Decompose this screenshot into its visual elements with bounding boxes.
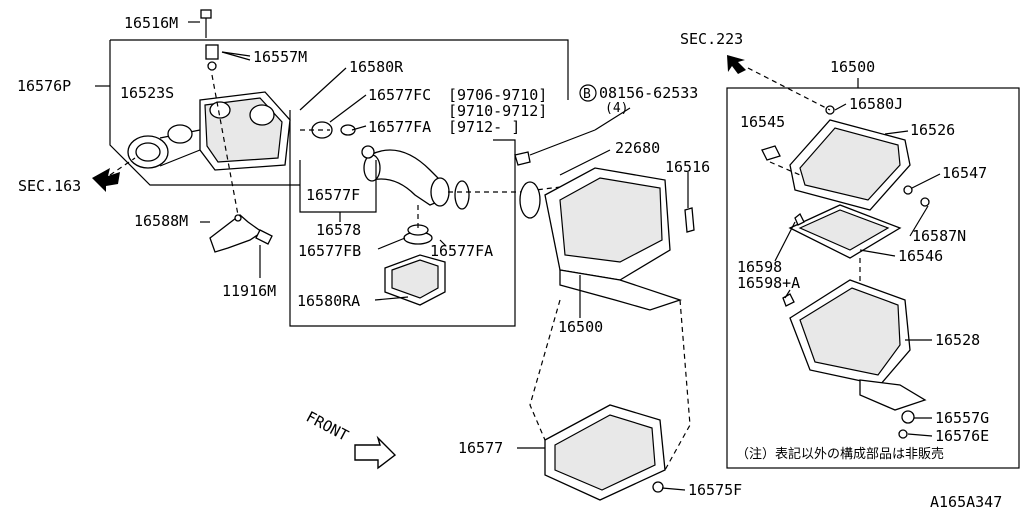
label-16588M: 16588M — [134, 212, 188, 230]
label-16577FA-top: 16577FA — [368, 118, 431, 136]
hose-16578 — [363, 149, 450, 207]
label-16516M: 16516M — [124, 14, 178, 32]
label-16580J: 16580J — [849, 95, 903, 113]
label-bolt-qty: (4) — [605, 101, 628, 116]
label-08156-62533: 08156-62533 — [599, 84, 698, 102]
label-range-9710-9712: [9710-9712] — [448, 102, 547, 120]
grommet-16557G — [901, 410, 915, 424]
clamp-16557M — [205, 44, 219, 71]
label-16575F: 16575F — [688, 481, 742, 499]
label-range-9712: [9712- ] — [448, 118, 520, 136]
bracket-16588M — [209, 214, 264, 253]
label-16528: 16528 — [935, 331, 980, 349]
label-16577FB: 16577FB — [298, 242, 361, 260]
right-frame — [726, 87, 1020, 469]
clamp-16577F — [340, 124, 356, 136]
label-figure-id: A165A347 — [930, 493, 1002, 511]
label-16587N: 16587N — [912, 227, 966, 245]
dash-f — [664, 299, 691, 471]
label-16577FA-low: 16577FA — [430, 242, 493, 260]
label-range-9706-9710: [9706-9710] — [448, 86, 547, 104]
left-frame — [110, 39, 569, 100]
resonator-16580RA — [384, 254, 446, 306]
center-frame — [289, 110, 516, 327]
grommet-16576E — [898, 429, 908, 439]
label-16577: 16577 — [458, 439, 503, 457]
label-front: FRONT — [303, 408, 351, 445]
label-16580RA: 16580RA — [297, 292, 360, 310]
sec163-arrow — [92, 168, 120, 192]
cover-16526 — [789, 119, 911, 211]
cover-16577 — [544, 404, 666, 501]
label-16577FC: 16577FC — [368, 86, 431, 104]
clip-16598 — [794, 212, 805, 226]
label-16523S: 16523S — [120, 84, 174, 102]
label-16516: 16516 — [665, 158, 710, 176]
label-sec163: SEC.163 — [18, 177, 81, 195]
label-16580R: 16580R — [349, 58, 404, 76]
sec223-arrow — [727, 55, 746, 74]
label-16500-top: 16500 — [830, 58, 875, 76]
tag-16545 — [761, 145, 781, 161]
label-16526: 16526 — [910, 121, 955, 139]
label-16576P: 16576P — [17, 77, 71, 95]
leader-lines — [95, 21, 941, 491]
label-16547: 16547 — [942, 164, 987, 182]
bolt-16587N — [920, 197, 930, 207]
resonator-16523S — [127, 129, 201, 169]
bolt-11916M — [255, 229, 273, 245]
label-16578: 16578 — [316, 221, 361, 239]
dash-bolt-to-bracket — [211, 74, 239, 216]
label-11916M: 11916M — [222, 282, 276, 300]
dash-sec223 — [747, 67, 831, 111]
small-part — [361, 145, 375, 159]
label-16598: 16598 — [737, 258, 782, 276]
dash-e — [529, 299, 561, 441]
left-frame-lower — [109, 40, 300, 186]
clip-16598A — [782, 293, 795, 307]
hose-clamp — [167, 124, 193, 144]
label-16557G: 16557G — [935, 409, 989, 427]
label-16557M: 16557M — [253, 48, 307, 66]
label-note: （注）表記以外の構成部品は非販売 — [736, 446, 944, 462]
front-arrow — [354, 435, 397, 470]
label-16500-mid: 16500 — [558, 318, 603, 336]
label-16546: 16546 — [898, 247, 943, 265]
bolt-marker-circle — [579, 84, 597, 102]
filter-16546 — [788, 204, 902, 259]
label-16577F: 16577F — [306, 186, 360, 204]
case-16528 — [789, 279, 927, 411]
bolt-16516M — [200, 9, 212, 38]
label-16545: 16545 — [740, 113, 785, 131]
grommet-16547 — [903, 185, 913, 195]
label-22680: 22680 — [615, 139, 660, 157]
label-16598A: 16598+A — [737, 274, 800, 292]
label-sec223: SEC.223 — [680, 30, 743, 48]
label-16576E: 16576E — [935, 427, 989, 445]
clamp-16577FA — [454, 180, 470, 210]
air-duct-16576P — [199, 91, 291, 171]
air-cleaner-16500 — [514, 151, 695, 311]
label-bolt-marker: B — [583, 87, 591, 102]
dash-g — [769, 161, 801, 176]
